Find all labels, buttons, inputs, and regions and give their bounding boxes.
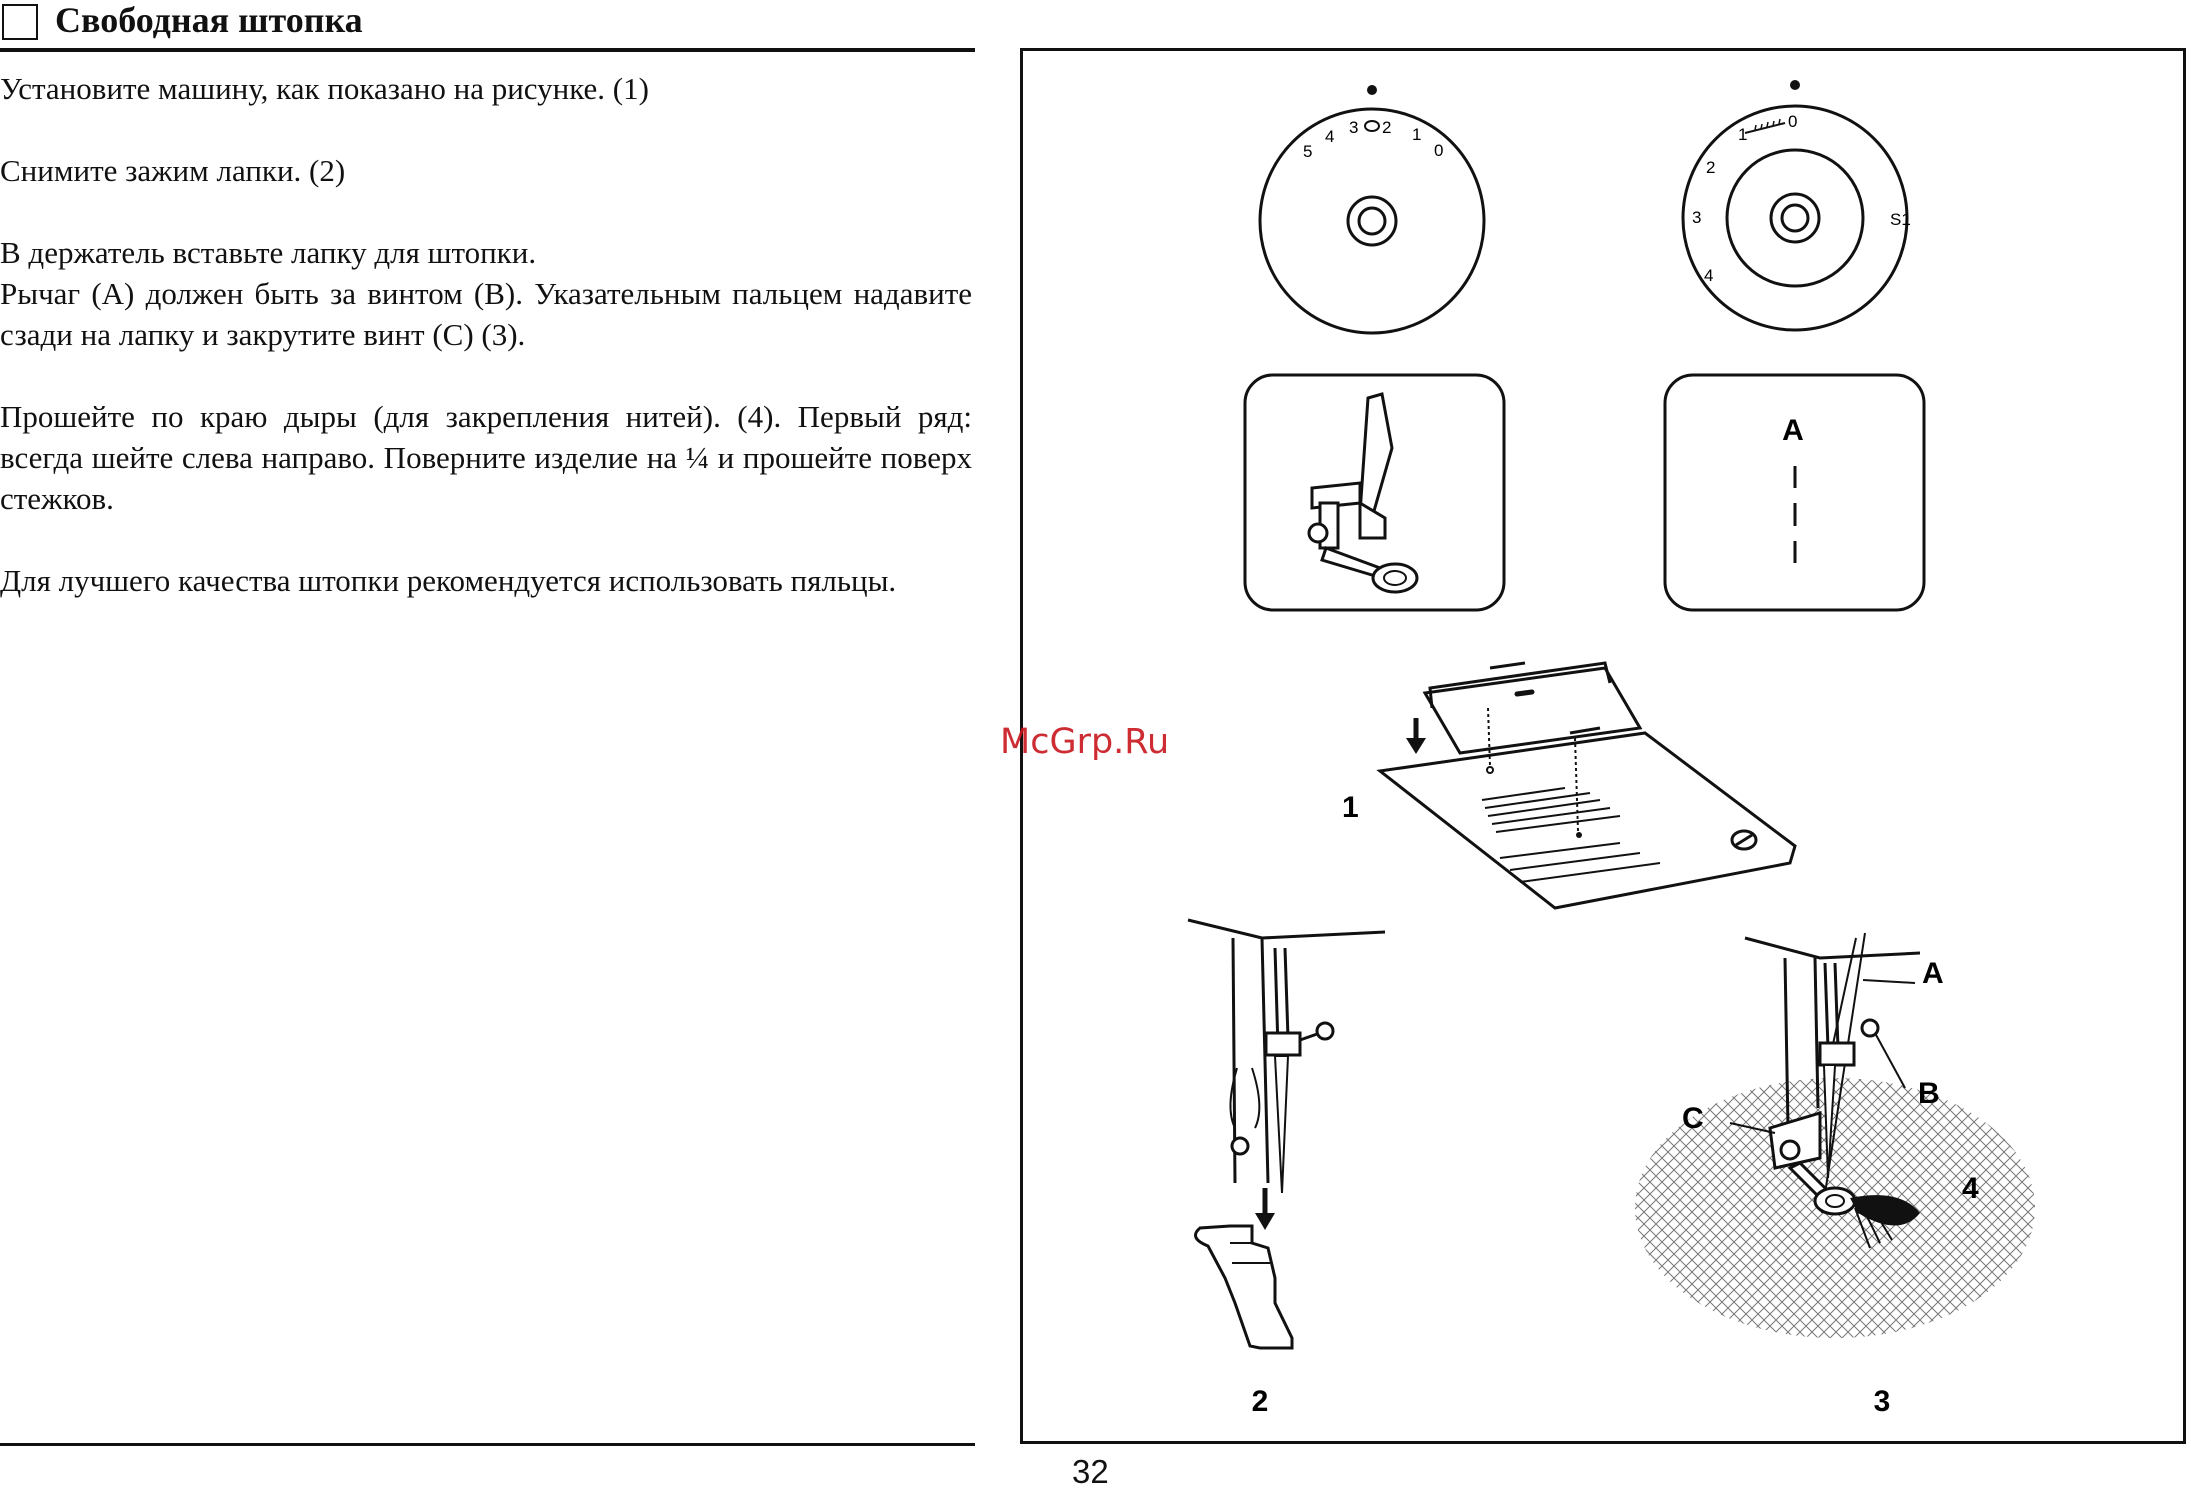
watermark: McGrp.Ru <box>1000 722 1170 762</box>
paragraph-2: Снимите зажим лапки. (2) <box>0 153 346 188</box>
dial1-num-2: 2 <box>1382 118 1391 137</box>
dial1-num-3: 3 <box>1349 118 1358 137</box>
dial2-num-1: 1 <box>1738 125 1747 144</box>
dial2-num-s1: S1 <box>1890 210 1911 229</box>
step-3-label: 3 <box>1874 1385 1891 1418</box>
dial2-num-3: 3 <box>1692 208 1701 227</box>
paragraph-5: Прошейте по краю дыры (для закрепления н… <box>0 399 972 516</box>
dial1-num-5: 5 <box>1303 142 1312 161</box>
dial2-num-0: 0 <box>1788 112 1797 131</box>
page-number: 32 <box>1072 1453 1109 1490</box>
step-3-darning: A B C 4 3 <box>1635 932 2035 1418</box>
step-4-label: 4 <box>1962 1172 1979 1205</box>
dial2-num-2: 2 <box>1706 158 1715 177</box>
dial2-num-4: 4 <box>1704 266 1713 285</box>
bottom-divider <box>0 1443 975 1446</box>
step-1-label: 1 <box>1342 791 1359 824</box>
step-2-remove-foot: 2 <box>1187 918 1386 1418</box>
stitch-length-dial: 0 1 2 3 4 S1 <box>1681 80 1911 332</box>
paragraph-6: Для лучшего качества штопки рекомендуетс… <box>0 563 897 598</box>
dial-marker-dot <box>1367 85 1377 95</box>
section-header: Свободная штопка <box>0 0 975 50</box>
paragraph-4: Рычаг (A) должен быть за винтом (B). Ука… <box>0 276 972 352</box>
step-1-needle-plate: 1 <box>1342 661 1797 910</box>
instruction-text: Установите машину, как показано на рисун… <box>0 68 972 642</box>
label-a: A <box>1922 957 1944 990</box>
stitch-width-dial: 5 4 3 2 1 0 <box>1258 85 1486 335</box>
label-b: B <box>1918 1077 1940 1110</box>
darning-foot-panel <box>1243 373 1506 612</box>
illustration: 5 4 3 2 1 0 0 1 2 3 4 S1 A <box>1187 80 2035 1418</box>
dial1-num-1: 1 <box>1412 125 1421 144</box>
lever-a-panel: A <box>1663 373 1926 612</box>
dial1-num-4: 4 <box>1325 127 1334 146</box>
checkbox-icon[interactable] <box>2 4 38 40</box>
paragraph-1: Установите машину, как показано на рисун… <box>0 71 649 106</box>
dial1-num-0: 0 <box>1434 141 1443 160</box>
lever-a-label: A <box>1782 414 1804 447</box>
step-2-label: 2 <box>1252 1385 1269 1418</box>
label-c: C <box>1682 1102 1704 1135</box>
top-divider <box>0 48 975 52</box>
dial-marker-dot <box>1790 80 1800 90</box>
figure-frame <box>1020 48 2186 1444</box>
page-title: Свободная штопка <box>55 0 363 40</box>
paragraph-3: В держатель вставьте лапку для штопки. <box>0 235 537 270</box>
